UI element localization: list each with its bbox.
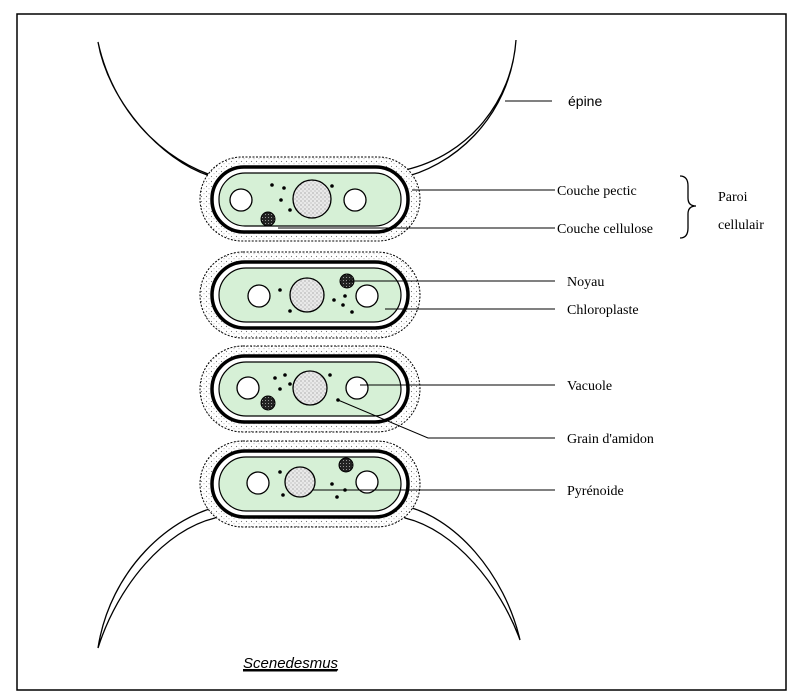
label-paroi-line2: cellulair [718,218,764,233]
diagram-title: Scenedesmus [243,655,339,672]
label-pyrenoide: Pyrénoide [567,484,624,499]
label-grain-amidon: Grain d'amidon [567,432,654,447]
spine-top-right [400,40,516,178]
label-couche-cellulose: Couche cellulose [557,222,653,237]
label-epine: épine [568,93,602,109]
frame-border [17,14,786,690]
spine-top-left [98,42,230,180]
cell-3 [200,346,420,432]
label-noyau: Noyau [567,275,604,290]
spine-bottom-right [400,505,520,640]
label-couche-pectic: Couche pectic [557,184,637,199]
spine-bottom-left [98,505,225,648]
cell-4 [200,441,420,527]
label-vacuole: Vacuole [567,379,612,394]
brace-paroi [680,176,696,238]
cell-2 [200,252,420,338]
label-paroi-line1: Paroi [718,190,748,205]
label-chloroplaste: Chloroplaste [567,303,639,318]
